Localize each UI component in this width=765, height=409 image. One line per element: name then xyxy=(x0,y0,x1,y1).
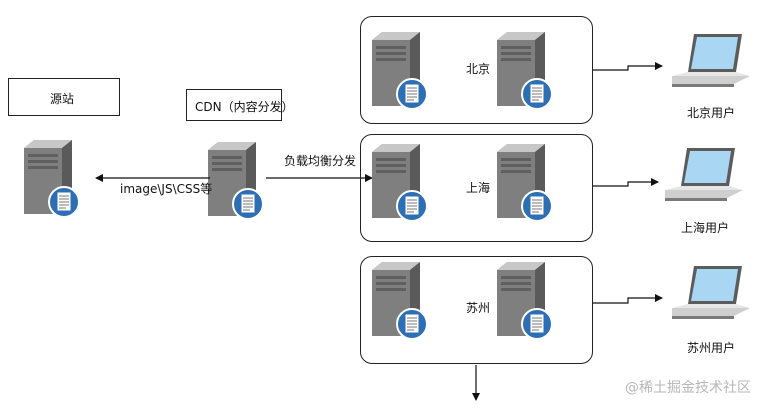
origin-server-icon xyxy=(23,139,80,218)
edge-beijing-to-user xyxy=(593,62,663,71)
cdn-server-icon xyxy=(207,141,264,220)
cdn-label: CDN（内容分发） xyxy=(195,100,294,114)
user-label-suzhou: 苏州用户 xyxy=(687,341,736,355)
edge-shanghai-to-user xyxy=(593,178,659,187)
suzhou-user-laptop-icon xyxy=(672,266,750,319)
origin-label-box: 源站 xyxy=(8,78,120,116)
shanghai-user-laptop-icon xyxy=(665,148,743,201)
user-label-beijing: 北京用户 xyxy=(687,106,736,120)
cdn-label-box: CDN（内容分发） xyxy=(186,89,294,121)
region-beijing xyxy=(360,16,593,124)
region-city-shanghai: 上海 xyxy=(466,181,491,195)
region-city-beijing: 北京 xyxy=(466,62,491,76)
edge-label-static-assets: image\JS\CSS等 xyxy=(120,182,213,196)
beijing-user-laptop-icon xyxy=(672,34,750,87)
watermark: @稀土掘金技术社区 xyxy=(625,380,751,396)
region-city-suzhou: 苏州 xyxy=(466,301,491,315)
origin-label: 源站 xyxy=(50,92,75,106)
edge-label-load-balance: 负载均衡分发 xyxy=(284,154,357,168)
user-label-shanghai: 上海用户 xyxy=(681,221,730,235)
edge-suzhou-to-user xyxy=(593,294,663,304)
region-shanghai xyxy=(360,134,593,242)
region-suzhou xyxy=(360,256,593,364)
